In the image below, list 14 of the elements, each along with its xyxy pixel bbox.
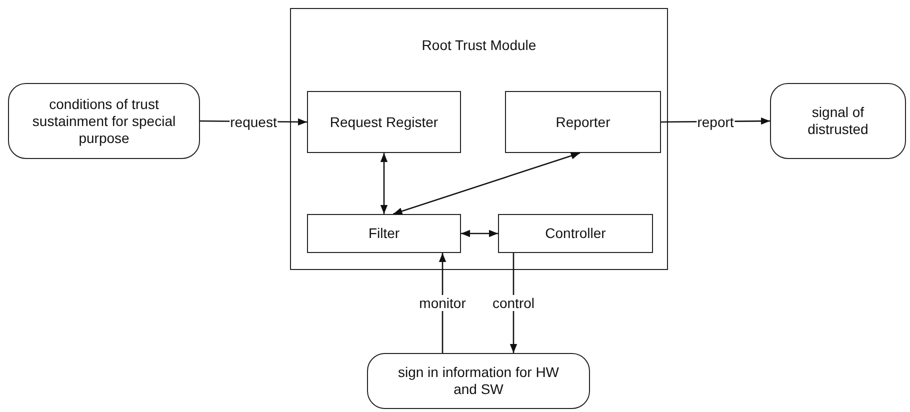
process-box: Filter (307, 214, 461, 253)
arrow (380, 153, 388, 214)
rounded-box: sign in information for HW and SW (367, 353, 590, 409)
process-box: Request Register (307, 91, 461, 153)
process-box: Reporter (505, 91, 661, 153)
edge-label: control (491, 295, 536, 311)
container-title: Root Trust Module (422, 37, 536, 54)
edge-label: monitor (418, 295, 467, 311)
rounded-box: signal of distrusted (770, 83, 906, 159)
rounded-box: conditions of trust sustainment for special purpose (8, 83, 200, 159)
arrow (461, 230, 498, 238)
process-box: Controller (498, 214, 653, 253)
module-container (290, 8, 668, 270)
arrow (393, 152, 580, 215)
